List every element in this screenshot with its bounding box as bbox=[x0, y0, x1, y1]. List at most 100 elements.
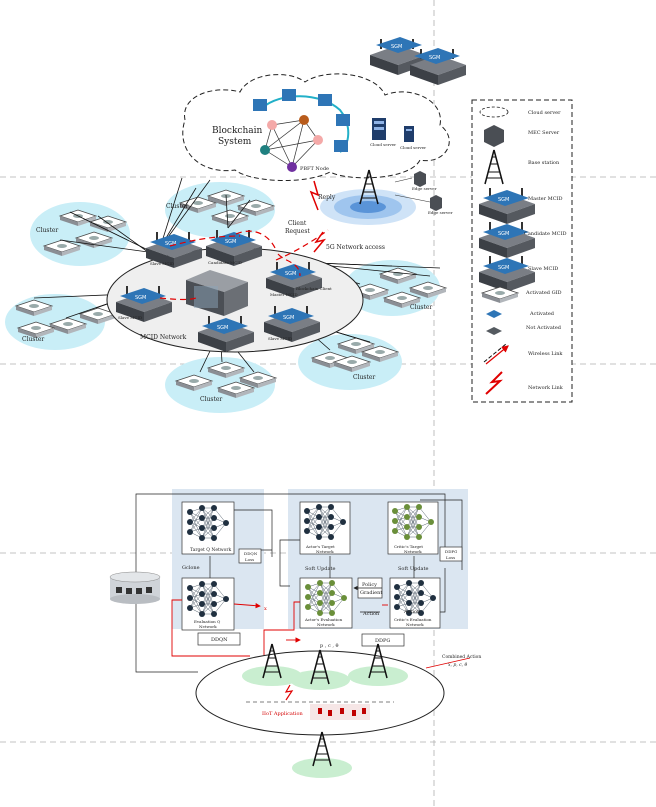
actor-target-label-2: Network bbox=[316, 549, 334, 554]
legend-label-4: Master MCID bbox=[528, 196, 563, 202]
ddqn-loss-label-2: Loss bbox=[245, 557, 254, 562]
x-output-arrow bbox=[233, 602, 261, 609]
legend-label-5: Candidate MCID bbox=[524, 231, 567, 237]
x-label: x bbox=[264, 606, 267, 612]
ddqn-loss-box bbox=[238, 548, 262, 564]
cluster-label-bottom: Cluster bbox=[200, 396, 222, 403]
edge-link-2 bbox=[394, 194, 431, 203]
legend-wireless-link-icon bbox=[483, 343, 509, 365]
blockchain-ring bbox=[253, 89, 350, 172]
cell-coverage-bottom bbox=[292, 758, 352, 778]
legend-label-3: Base station bbox=[528, 160, 560, 166]
edge-server-label-2: Edge server bbox=[428, 210, 453, 215]
critic-target-label-1: Critic's Target bbox=[394, 544, 423, 549]
legend-label-1: Cloud server bbox=[528, 110, 561, 116]
cell-coverage-1 bbox=[242, 666, 302, 686]
legend-label-7: Activated GID bbox=[525, 290, 562, 296]
coverage-inner bbox=[350, 201, 386, 213]
cluster-label-left-lower: Cluster bbox=[22, 336, 44, 343]
p-c-theta-label: p , c , θ bbox=[320, 643, 339, 649]
slave-mcid-label-2: Slave MCID bbox=[118, 315, 142, 320]
legend-not-activated-icon bbox=[486, 327, 502, 335]
blockchain-label-2: System bbox=[218, 137, 252, 147]
feedback-lines bbox=[135, 493, 463, 673]
ddqn-loss-label-1: DDQN bbox=[244, 551, 258, 556]
gclone-label: Gclone bbox=[182, 565, 200, 571]
legend-label-10: Wireless Link bbox=[528, 351, 563, 357]
combined-action-label-1: Combined Action bbox=[442, 654, 481, 660]
combined-action-label-2: x, p, c, θ bbox=[448, 662, 468, 668]
cluster-left-lower bbox=[5, 294, 117, 350]
ddqn-label: DDQN bbox=[211, 637, 228, 643]
policy-gradient-label-1: Policy bbox=[362, 582, 377, 588]
cluster-left bbox=[30, 202, 130, 266]
wireless-link-bottom bbox=[284, 684, 294, 701]
soft-update-label-2: Soft Update bbox=[398, 566, 428, 572]
combined-action-line bbox=[425, 657, 471, 669]
data-flow-lines bbox=[171, 599, 388, 657]
iiot-device-icons bbox=[318, 708, 366, 716]
action-label-2: Action bbox=[403, 609, 421, 615]
target-q-label: Target Q Network bbox=[190, 547, 232, 553]
edge-server-icon bbox=[414, 171, 442, 211]
actor-eval-label-2: Network bbox=[317, 622, 335, 627]
legend-network-link-icon bbox=[485, 371, 503, 395]
replay-database-icon bbox=[109, 571, 161, 604]
client-request-label-1: Client bbox=[288, 220, 307, 227]
ddpg-label: DDPG bbox=[375, 638, 390, 644]
ddqn-box bbox=[197, 632, 241, 646]
legend-label-8: Activated bbox=[529, 311, 555, 317]
blockchain-cloud bbox=[182, 73, 450, 181]
cell-coverage-2 bbox=[290, 670, 350, 690]
critic-eval-label-1: Critic's Evaluation bbox=[394, 617, 432, 622]
cluster-right-lower bbox=[298, 334, 402, 390]
cluster-label-top: Cluster bbox=[166, 203, 188, 210]
cluster-label-left: Cluster bbox=[36, 227, 58, 234]
action-label-1: Action bbox=[362, 611, 380, 617]
candidate-mcid-label: Candidate MCID bbox=[208, 260, 242, 265]
reply-label: Reply bbox=[318, 194, 336, 201]
critic-target-label-2: Network bbox=[404, 549, 422, 554]
slave-mcid-label-3: Slave MCID bbox=[268, 336, 292, 341]
blockchain-label-1: Blockchain bbox=[212, 126, 262, 136]
wireless-link-request bbox=[313, 231, 327, 253]
wireless-link-reply bbox=[309, 180, 320, 211]
legend-label-9: Not Activated bbox=[526, 325, 562, 331]
actor-eval-label-1: Actor's Evaluation bbox=[304, 617, 343, 622]
ddpg-loss-label-2: Loss bbox=[446, 555, 455, 560]
cloud-server-icon bbox=[372, 118, 414, 142]
blockchain-client-label: Blockchain Client bbox=[296, 286, 332, 291]
evaluation-q-label-2: Network bbox=[199, 624, 217, 629]
legend-label-11: Network Link bbox=[528, 385, 564, 391]
pbft-node-label: PBFT Node bbox=[300, 166, 329, 172]
cloud-server-label-1: Cloud server bbox=[370, 142, 396, 147]
evaluation-q-label-1: Evaluation Q bbox=[194, 619, 221, 624]
cluster-label-right: Cluster bbox=[410, 304, 432, 311]
cluster-bottom bbox=[165, 357, 277, 413]
actor-target-label-1: Actor's Target bbox=[305, 544, 335, 549]
soft-update-label-1: Soft Update bbox=[305, 566, 335, 572]
legend-label-6: Slave MCID bbox=[528, 266, 558, 272]
cluster-top bbox=[165, 182, 275, 238]
edge-link-1 bbox=[394, 177, 413, 183]
policy-gradient-label-2: Gradient bbox=[360, 590, 382, 596]
cluster-label-right-lower: Cluster bbox=[353, 374, 375, 381]
ddpg-loss-label-1: DDPG bbox=[445, 549, 457, 554]
network-links bbox=[159, 229, 329, 301]
master-mcid-label: Master MCID bbox=[270, 292, 298, 297]
cell-coverage-3 bbox=[348, 666, 408, 686]
legend-mec-server-icon bbox=[484, 125, 504, 147]
legend-activated-icon bbox=[486, 310, 502, 318]
cluster-right bbox=[344, 260, 447, 316]
legend-cloud-server-icon bbox=[479, 106, 509, 118]
mcid-network-label: MCID Network bbox=[140, 334, 187, 341]
iiot-application-label: IIoT Application bbox=[262, 711, 303, 717]
cloud-server-label-2: Cloud server bbox=[400, 145, 426, 150]
ddpg-loss-box bbox=[439, 546, 463, 562]
mec-server-center bbox=[186, 270, 248, 316]
critic-eval-label-2: Network bbox=[406, 622, 424, 627]
network-access-label: 5G Network access bbox=[326, 244, 385, 251]
client-request-label-2: Request bbox=[285, 228, 310, 235]
legend-label-2: MEC Server bbox=[528, 130, 560, 136]
